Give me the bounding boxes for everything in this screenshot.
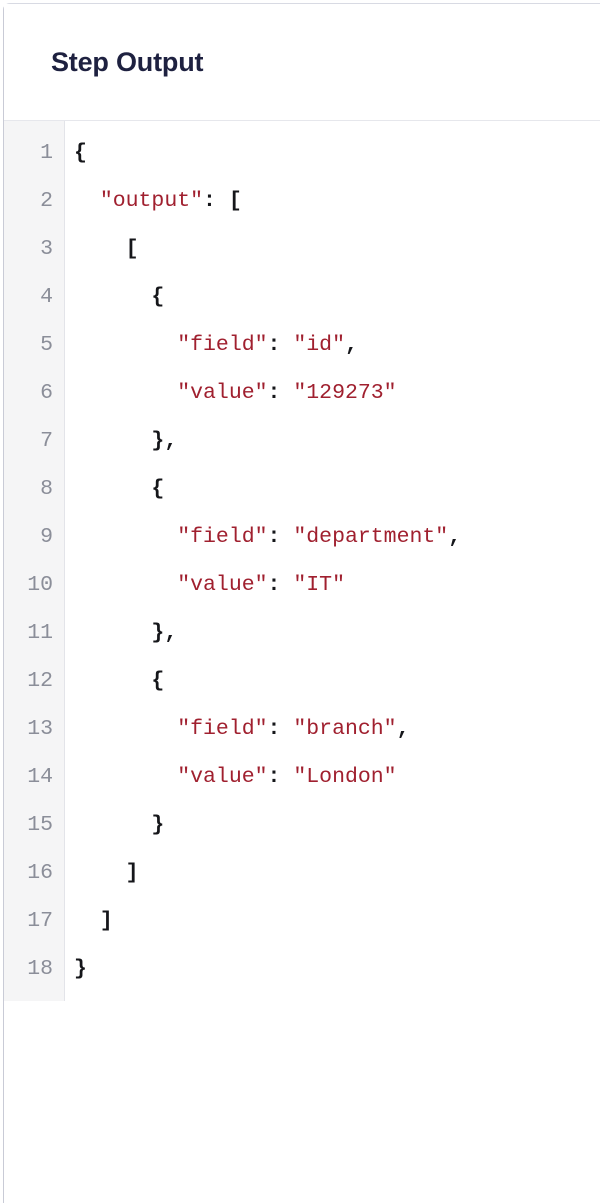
code-indent [74,429,151,453]
json-string-token: "IT" [293,573,345,597]
json-punctuation-token: : [267,381,294,405]
json-punctuation-token: [ [125,237,139,261]
code-line[interactable]: "value": "IT" [74,561,600,609]
json-string-token: "129273" [293,381,397,405]
code-line[interactable]: ] [74,897,600,945]
code-indent [74,285,151,309]
line-number: 4 [40,285,53,309]
code-indent [74,909,100,933]
json-punctuation-token: : [267,525,294,549]
code-line[interactable]: { [74,129,600,177]
json-punctuation-token: , [396,717,410,741]
code-content-area[interactable]: { "output": [ [ { "field": "id", "value"… [65,121,600,1001]
json-punctuation-token: ] [99,909,113,933]
line-number: 8 [40,477,53,501]
line-number: 9 [40,525,53,549]
code-line[interactable]: ] [74,849,600,897]
line-number: 12 [27,669,53,693]
json-string-token: "id" [293,333,345,357]
json-string-token: "field" [177,333,268,357]
line-number: 14 [27,765,53,789]
json-punctuation-token: { [151,477,165,501]
panel-header: Step Output [4,4,600,121]
code-indent [74,573,177,597]
code-indent [74,861,126,885]
code-line[interactable]: "field": "department", [74,513,600,561]
json-string-token: "branch" [293,717,397,741]
json-punctuation-token: }, [151,621,178,645]
code-line[interactable]: { [74,657,600,705]
json-punctuation-token: { [151,285,165,309]
line-number: 7 [40,429,53,453]
code-line[interactable]: }, [74,417,600,465]
page-title: Step Output [51,46,204,77]
code-line[interactable]: { [74,465,600,513]
code-indent [74,381,177,405]
code-line[interactable]: "field": "branch", [74,705,600,753]
code-indent [74,813,151,837]
json-punctuation-token: { [74,141,87,165]
code-indent [74,525,177,549]
json-string-token: "value" [177,573,268,597]
json-punctuation-token: : [267,573,294,597]
code-indent [74,189,100,213]
json-punctuation-token: }, [151,429,178,453]
json-punctuation-token: : [267,717,294,741]
json-punctuation-token: : [267,333,294,357]
code-line[interactable]: { [74,273,600,321]
line-number: 18 [27,957,53,981]
line-number: 11 [27,621,53,645]
json-string-token: "London" [293,765,397,789]
code-line[interactable]: "value": "London" [74,753,600,801]
json-string-token: "department" [293,525,449,549]
code-indent [74,717,177,741]
line-number: 16 [27,861,53,885]
code-line[interactable]: }, [74,609,600,657]
code-line[interactable]: } [74,801,600,849]
line-number: 2 [40,189,53,213]
code-line[interactable]: } [74,945,600,993]
json-string-token: "value" [177,381,268,405]
code-indent [74,669,151,693]
code-line[interactable]: [ [74,225,600,273]
line-number: 17 [27,909,53,933]
line-number: 13 [27,717,53,741]
json-punctuation-token: } [151,813,165,837]
json-string-token: "field" [177,717,268,741]
json-punctuation-token: , [344,333,358,357]
code-indent [74,765,177,789]
json-punctuation-token: : [267,765,294,789]
code-indent [74,237,126,261]
code-indent [74,621,151,645]
code-indent [74,477,151,501]
json-string-token: "value" [177,765,268,789]
line-number: 5 [40,333,53,357]
line-number: 1 [40,141,53,165]
json-punctuation-token: , [448,525,462,549]
line-number: 15 [27,813,53,837]
code-line[interactable]: "value": "129273" [74,369,600,417]
json-punctuation-token: } [74,957,87,981]
code-line[interactable]: "output": [ [74,177,600,225]
code-line[interactable]: "field": "id", [74,321,600,369]
json-string-token: "output" [99,189,204,213]
json-punctuation-token: ] [125,861,139,885]
line-number: 6 [40,381,53,405]
json-punctuation-token: : [ [203,189,242,213]
line-number: 3 [40,237,53,261]
line-number: 10 [27,573,53,597]
json-punctuation-token: { [151,669,165,693]
code-indent [74,333,177,357]
json-string-token: "field" [177,525,268,549]
